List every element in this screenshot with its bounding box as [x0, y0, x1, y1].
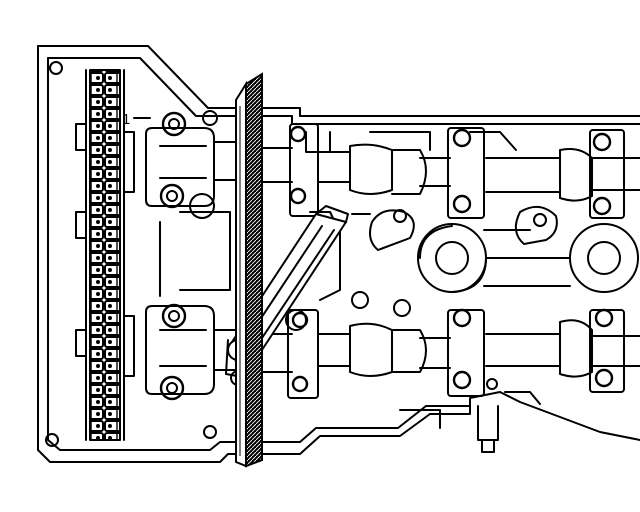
spark-plug-bores: [159, 205, 639, 331]
camshaft-holding-tool: [235, 72, 263, 468]
exhaust-camshaft: [145, 299, 640, 401]
callout-label: 1: [122, 111, 131, 128]
intake-camshaft: [145, 111, 640, 219]
timing-chain: [75, 69, 151, 441]
